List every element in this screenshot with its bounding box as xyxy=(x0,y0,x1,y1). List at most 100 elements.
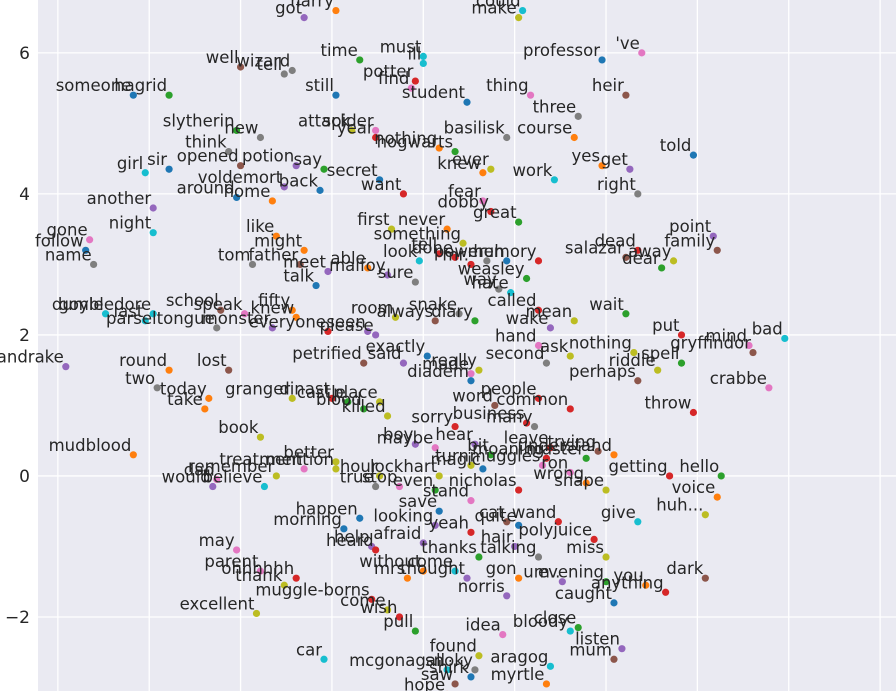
data-point xyxy=(288,66,296,75)
point-label: caught xyxy=(555,584,613,603)
data-point xyxy=(638,49,646,57)
point-label: mind xyxy=(705,327,747,346)
data-point xyxy=(471,317,479,325)
data-point xyxy=(542,359,551,367)
data-point xyxy=(622,91,630,99)
point-label: wizard xyxy=(236,52,290,71)
data-point xyxy=(411,627,419,635)
point-label: able xyxy=(330,249,365,268)
data-point xyxy=(356,514,364,522)
data-point xyxy=(101,310,110,318)
point-label: petrified xyxy=(292,344,361,363)
data-point xyxy=(642,581,650,589)
data-point xyxy=(534,341,543,350)
data-point xyxy=(662,588,670,596)
data-point xyxy=(455,310,463,318)
point-label: time xyxy=(320,41,357,60)
data-point xyxy=(499,630,507,639)
point-label: wish xyxy=(360,598,397,617)
point-label: car xyxy=(296,640,322,659)
point-label: mention xyxy=(266,450,334,469)
data-point xyxy=(634,518,642,526)
point-label: stop xyxy=(362,468,398,487)
point-label: book xyxy=(218,418,259,437)
data-point xyxy=(550,176,558,184)
point-label: talking xyxy=(480,538,536,557)
point-label: dad xyxy=(184,460,215,479)
data-point xyxy=(522,274,531,283)
point-label: morning xyxy=(273,510,342,529)
data-point xyxy=(534,394,543,402)
point-label: throw xyxy=(644,393,691,412)
data-point xyxy=(324,327,332,335)
data-point xyxy=(566,352,574,360)
point-label: true xyxy=(340,468,374,487)
data-point xyxy=(372,546,380,554)
data-point xyxy=(677,331,686,339)
data-point xyxy=(542,454,551,462)
point-label: two xyxy=(125,369,155,388)
data-point xyxy=(435,144,443,152)
data-point xyxy=(300,246,308,254)
data-point xyxy=(487,451,495,459)
y-tick-label: −2 xyxy=(5,608,30,628)
point-label: hair xyxy=(481,527,513,546)
point-label: make xyxy=(471,0,516,18)
data-point xyxy=(225,147,233,156)
data-point xyxy=(630,348,638,357)
data-point xyxy=(590,535,598,544)
data-point xyxy=(701,574,709,582)
point-label: even xyxy=(393,471,434,490)
point-label: name xyxy=(45,245,92,264)
data-point xyxy=(360,359,368,367)
data-point xyxy=(443,225,451,233)
point-label: like xyxy=(246,217,274,236)
data-point xyxy=(626,165,634,173)
point-label: pull xyxy=(383,612,413,631)
point-label: heard xyxy=(326,531,374,550)
point-label: wake xyxy=(506,309,549,328)
point-label: year xyxy=(337,118,374,137)
data-point xyxy=(451,253,459,261)
data-point xyxy=(431,444,439,452)
data-point xyxy=(475,366,483,374)
point-label: second xyxy=(486,344,545,363)
point-label: ohhhhhh xyxy=(221,559,294,578)
point-label: thanks xyxy=(421,538,477,557)
data-point xyxy=(268,197,276,205)
point-label: back xyxy=(279,171,319,190)
point-label: master xyxy=(526,439,584,458)
data-point xyxy=(403,574,412,582)
point-label: trying xyxy=(548,432,597,451)
point-label: polyjuice xyxy=(518,520,592,539)
point-label: gryffindor xyxy=(670,334,751,353)
point-label: mean xyxy=(525,302,572,321)
data-point xyxy=(467,260,475,269)
point-label: many xyxy=(486,408,533,427)
point-label: mr. xyxy=(442,245,469,264)
data-point xyxy=(467,377,475,385)
data-point xyxy=(511,542,519,551)
point-label: thought xyxy=(400,559,465,578)
data-point xyxy=(387,225,396,233)
point-label: miss xyxy=(566,538,604,557)
point-label: maybe xyxy=(377,429,434,448)
point-label: would xyxy=(162,468,211,487)
data-point xyxy=(475,652,483,660)
point-label: spider xyxy=(323,111,374,130)
point-label: goyle xyxy=(58,295,103,314)
point-label: gon xyxy=(486,559,517,578)
data-point xyxy=(503,518,511,526)
data-point xyxy=(566,405,574,413)
point-label: huh... xyxy=(656,496,703,515)
point-label: dark xyxy=(666,559,703,578)
point-label: moaning xyxy=(472,439,544,458)
point-label: leave xyxy=(504,429,549,448)
data-point xyxy=(479,169,487,177)
data-point xyxy=(149,204,157,212)
data-point xyxy=(515,218,523,226)
point-label: always xyxy=(377,302,434,321)
point-label: riddle xyxy=(609,351,656,370)
data-point xyxy=(280,70,288,78)
